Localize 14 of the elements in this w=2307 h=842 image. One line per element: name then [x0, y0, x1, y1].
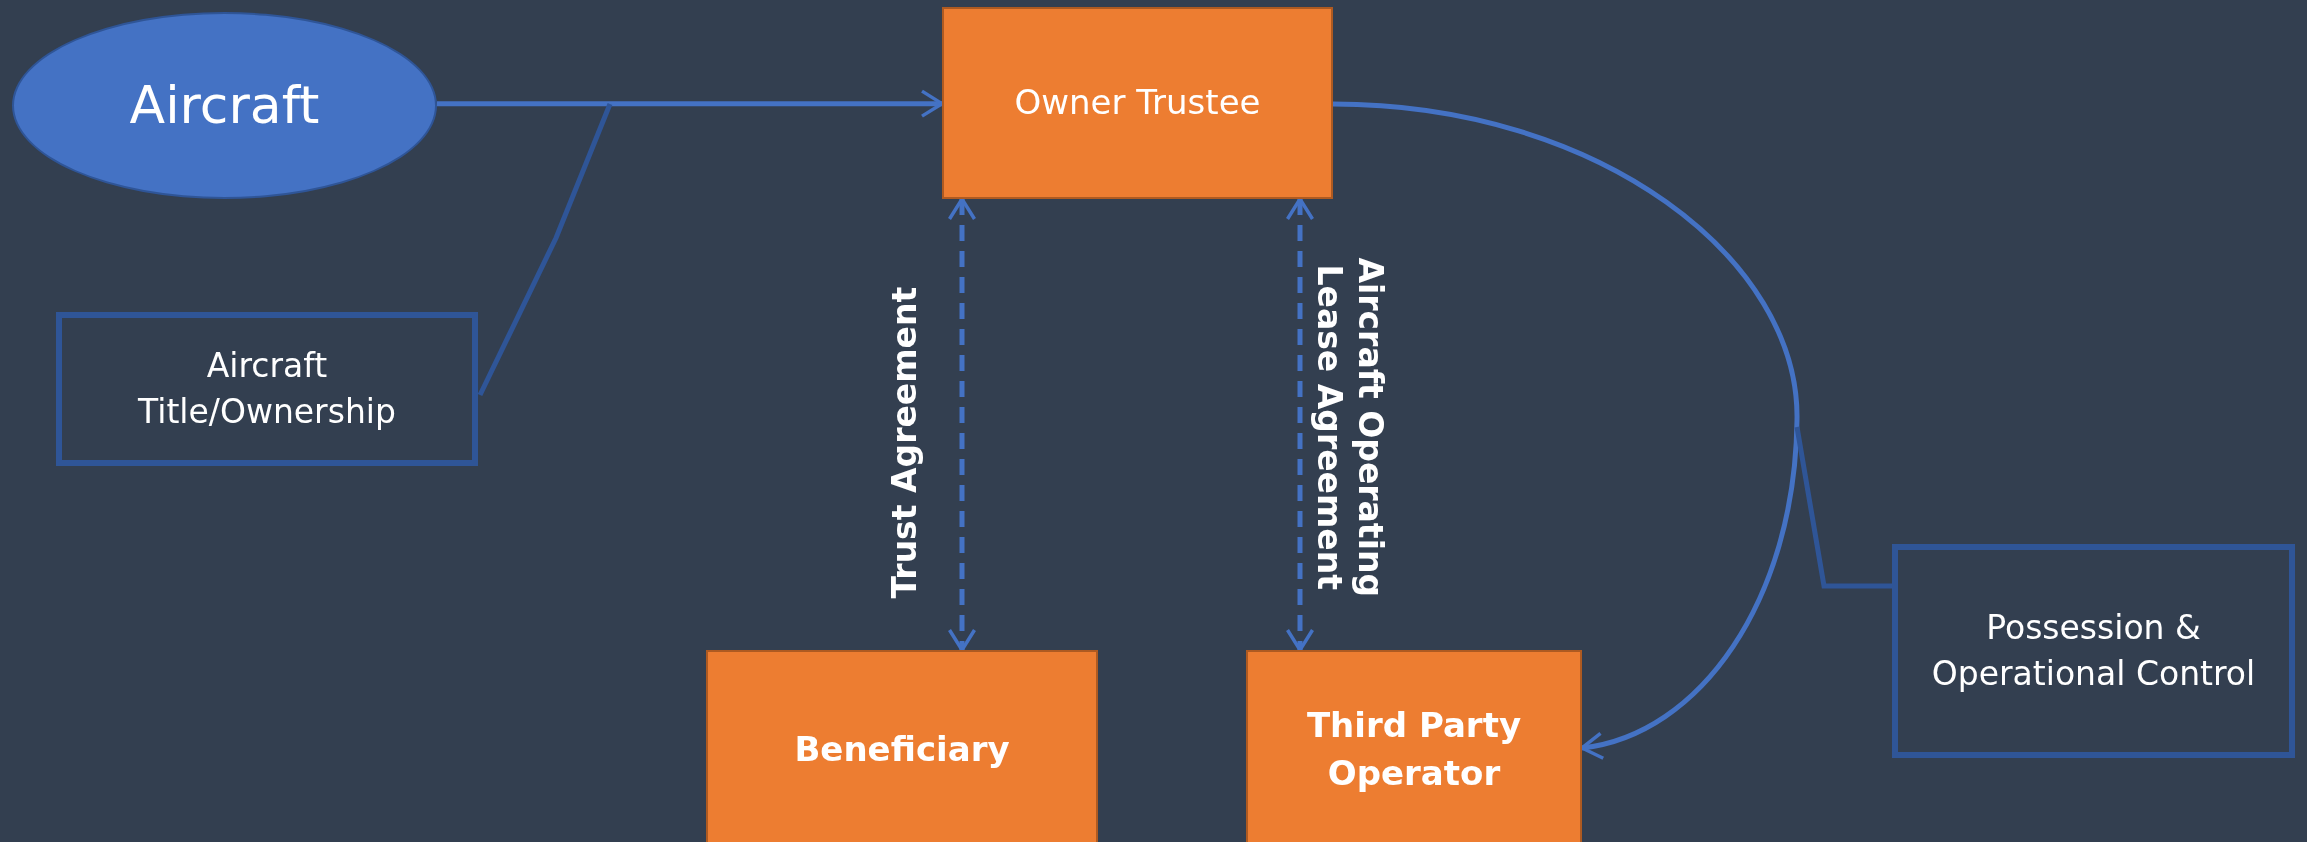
process-box: Beneficiary: [706, 650, 1098, 842]
arrow: [437, 89, 944, 118]
note-box: Possession & Operational Control: [1892, 544, 2295, 758]
edge-label: Trust Agreement: [884, 285, 926, 601]
edge-label: Aircraft Operating Lease Agreement: [1309, 255, 1392, 599]
arrow: [1332, 101, 1800, 759]
arrow: [947, 197, 977, 652]
note-box: Aircraft Title/Ownership: [56, 312, 478, 466]
ellipse-node: Aircraft: [12, 12, 437, 199]
leader-line: [477, 103, 613, 397]
process-box: Owner Trustee: [942, 7, 1333, 199]
leader-line: [1794, 426, 1892, 589]
process-box: Third Party Operator: [1246, 650, 1582, 842]
arrow: [1285, 197, 1315, 652]
